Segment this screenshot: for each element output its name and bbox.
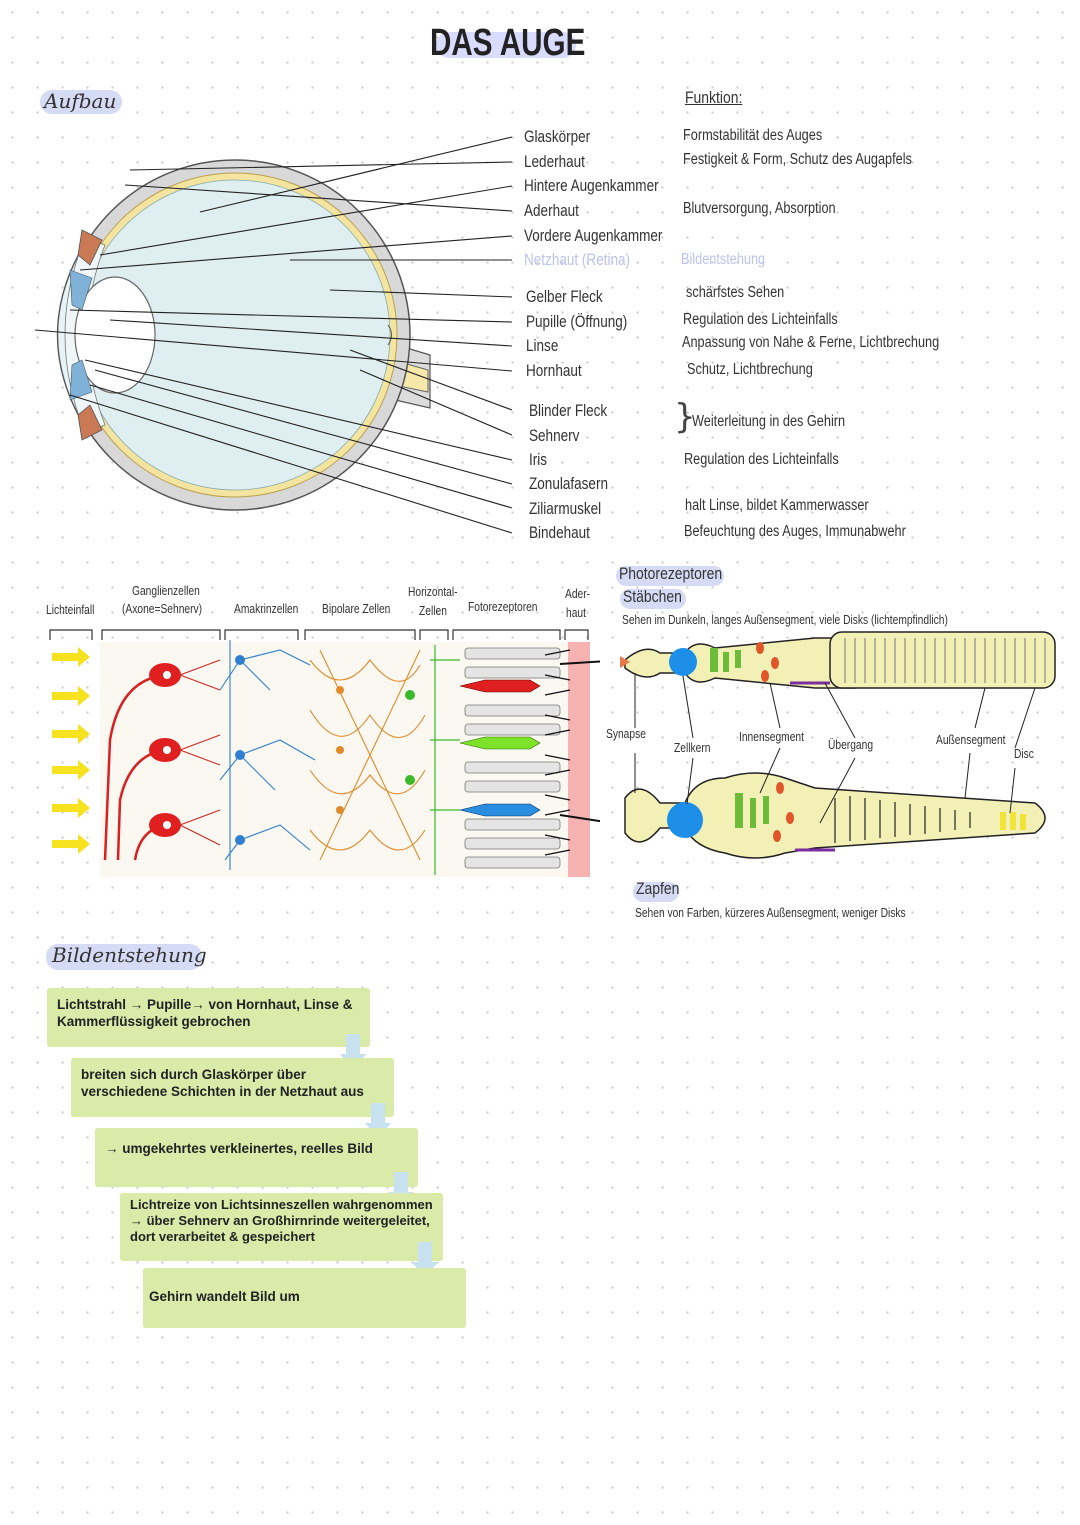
bildentstehung-heading: Bildentstehung xyxy=(52,943,207,967)
label-bindehaut: Bindehaut xyxy=(529,524,590,542)
retina-label-axone: (Axone=Sehnerv) xyxy=(122,602,203,616)
function-lederhaut: Festigkeit & Form, Schutz des Augapfels xyxy=(683,151,912,168)
label-ziliarmuskel: Ziliarmuskel xyxy=(529,500,602,518)
retina-label-lichteinfall: Lichteinfall xyxy=(46,603,95,617)
rod-description: Sehen im Dunkeln, langes Außensegment, v… xyxy=(622,613,948,627)
label-zonulafasern: Zonulafasern xyxy=(529,475,608,493)
function-ziliarmuskel: halt Linse, bildet Kammerwasser xyxy=(685,497,869,514)
aufbau-highlight xyxy=(40,90,122,114)
label-netzhaut: Netzhaut (Retina) xyxy=(524,251,631,269)
label-gelber-fleck: Gelber Fleck xyxy=(526,288,603,306)
label-uebergang: Übergang xyxy=(828,738,874,752)
label-aussensegment: Außensegment xyxy=(936,733,1006,747)
function-hornhaut: Schutz, Lichtbrechung xyxy=(687,361,813,378)
label-iris: Iris xyxy=(529,451,548,469)
cone-description: Sehen von Farben, kürzeres Außensegment,… xyxy=(635,906,906,920)
photo-heading: Photorezeptoren xyxy=(619,564,723,583)
label-disc: Disc xyxy=(1014,747,1034,761)
function-glaskoerper: Formstabilität des Auges xyxy=(683,127,823,144)
function-gelber-fleck: schärfstes Sehen xyxy=(686,284,785,301)
retina-label-zellen: Zellen xyxy=(419,604,447,618)
retina-diagram xyxy=(49,629,600,877)
retina-label-horizontal: Horizontal- xyxy=(408,585,458,599)
rod-title: Stäbchen xyxy=(623,587,682,606)
label-blinder-fleck: Blinder Fleck xyxy=(529,402,608,420)
retina-label-bipolar: Bipolare Zellen xyxy=(322,602,391,616)
function-pupille: Regulation des Lichteinfalls xyxy=(683,311,838,328)
label-aderhaut: Aderhaut xyxy=(524,202,579,220)
retina-label-ganglien: Ganglienzellen xyxy=(132,584,200,598)
label-lederhaut: Lederhaut xyxy=(524,153,585,171)
function-linse: Anpassung von Nahe & Ferne, Lichtbrechun… xyxy=(682,334,940,351)
brace-icon: } xyxy=(674,397,696,437)
function-aderhaut: Blutversorgung, Absorption xyxy=(683,200,836,217)
retina-label-amakrin: Amakrinzellen xyxy=(234,602,299,616)
page-title: DAS AUGE xyxy=(430,22,586,64)
function-blinder-fleck-sehnerv: Weiterleitung in des Gehirn xyxy=(692,413,846,430)
retina-label-haut: haut xyxy=(566,606,586,620)
label-vordere-augenkammer: Vordere Augenkammer xyxy=(524,227,663,245)
function-heading: Funktion: xyxy=(685,88,743,107)
flow-step-2: breiten sich durch Glaskörper über versc… xyxy=(71,1058,394,1117)
label-synapse: Synapse xyxy=(606,727,646,741)
cone-title: Zapfen xyxy=(636,879,680,898)
label-linse: Linse xyxy=(526,337,559,355)
flow-step-1: Lichtstrahl → Pupille→ von Hornhaut, Lin… xyxy=(47,988,370,1047)
label-hornhaut: Hornhaut xyxy=(526,362,582,380)
function-netzhaut: Bildentstehung xyxy=(681,251,766,268)
rod-title-highlight xyxy=(620,589,686,609)
label-innensegment: Innensegment xyxy=(739,730,804,744)
flow-step-4: Lichtreize von Lichtsinneszellen wahrgen… xyxy=(120,1193,443,1261)
retina-label-foto: Fotorezeptoren xyxy=(468,600,538,614)
label-sehnerv: Sehnerv xyxy=(529,427,580,445)
aufbau-heading: Aufbau xyxy=(44,89,117,113)
cone-title-highlight xyxy=(633,882,679,902)
title-highlight xyxy=(436,32,576,58)
label-pupille: Pupille (Öffnung) xyxy=(526,313,628,331)
function-iris: Regulation des Lichteinfalls xyxy=(684,451,839,468)
photoreceptor-diagram xyxy=(620,631,1056,859)
label-zellkern: Zellkern xyxy=(674,741,711,755)
photo-highlight xyxy=(616,566,724,586)
function-bindehaut: Befeuchtung des Auges, Immunabwehr xyxy=(684,523,906,540)
label-glaskoerper: Glaskörper xyxy=(524,128,591,146)
label-hintere-augenkammer: Hintere Augenkammer xyxy=(524,177,659,195)
eye-diagram xyxy=(34,136,513,534)
retina-label-ader: Ader- xyxy=(565,587,591,601)
flow-step-5: Gehirn wandelt Bild um xyxy=(143,1268,466,1328)
bildentstehung-highlight xyxy=(46,944,202,970)
flow-step-3: → umgekehrtes verkleinertes, reelles Bil… xyxy=(95,1128,418,1187)
